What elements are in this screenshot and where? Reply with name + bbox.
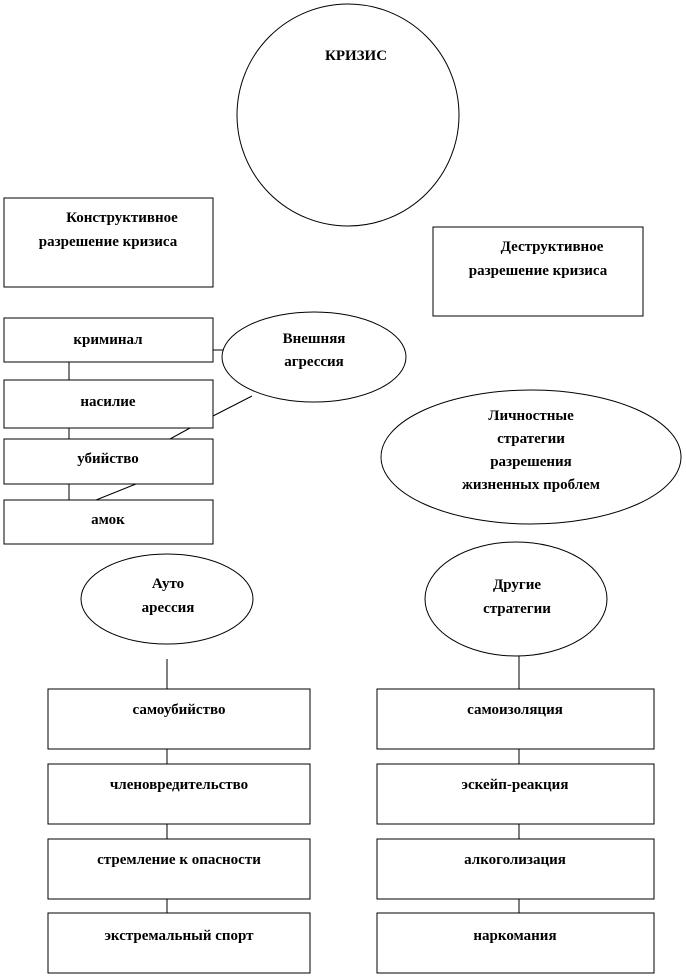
list-item-label: алкоголизация bbox=[464, 852, 566, 868]
destructive-resolution-box bbox=[432, 226, 644, 317]
personal-strategies-ellipse bbox=[380, 389, 682, 525]
list-item-box bbox=[3, 379, 214, 429]
list-item-box bbox=[3, 438, 214, 485]
other-strategies-ellipse bbox=[424, 541, 608, 657]
list-item-box bbox=[47, 688, 311, 750]
list-item-box bbox=[376, 688, 655, 750]
list-item-label: наркомания bbox=[473, 928, 556, 944]
other-strategies-line1: Другие bbox=[493, 577, 541, 593]
connector-murder-violence bbox=[169, 427, 191, 440]
list-item-box bbox=[376, 763, 655, 825]
external-aggression-node: Внешняя агрессия bbox=[221, 311, 407, 403]
list-item-box bbox=[47, 763, 311, 825]
list-item-box bbox=[47, 838, 311, 900]
personal-strategies-node: Личностные стратегии разрешения жизненны… bbox=[380, 389, 682, 525]
personal-strategies-line4: жизненных проблем bbox=[462, 477, 600, 493]
list-item-label: самоизоляция bbox=[467, 702, 563, 718]
crisis-label: КРИЗИС bbox=[325, 48, 387, 64]
connector-violence-aggression bbox=[212, 395, 253, 417]
external-aggression-line1: Внешняя bbox=[283, 331, 346, 347]
list-item-label: криминал bbox=[73, 332, 143, 348]
connector-amok-murder bbox=[95, 483, 137, 501]
auto-aggression-node: Ауто арессия bbox=[80, 553, 254, 645]
crisis-node: КРИЗИС bbox=[236, 3, 460, 227]
constructive-resolution-box bbox=[3, 197, 214, 288]
personal-strategies-line1: Личностные bbox=[488, 408, 574, 424]
constructive-resolution-line1: Конструктивное bbox=[66, 210, 178, 226]
list-item-box bbox=[47, 912, 311, 974]
auto-aggression-line2: арессия bbox=[142, 600, 195, 616]
list-item-label: эскейп-реакция bbox=[462, 777, 569, 793]
list-item-label: самоубийство bbox=[133, 702, 226, 718]
list-item-label: стремление к опасности bbox=[97, 852, 261, 868]
other-strategies-list: самоизоляция эскейп-реакция алкоголизаци… bbox=[376, 688, 655, 974]
other-strategies-node: Другие стратегии bbox=[424, 541, 608, 657]
other-strategies-line2: стратегии bbox=[483, 601, 551, 617]
list-item-label: насилие bbox=[80, 394, 136, 410]
external-aggression-line2: агрессия bbox=[284, 354, 344, 370]
personal-strategies-line2: стратегии bbox=[497, 431, 565, 447]
list-item-label: экстремальный спорт bbox=[104, 928, 254, 944]
list-item-box bbox=[376, 912, 655, 974]
crisis-circle bbox=[236, 3, 460, 227]
connectors bbox=[68, 349, 520, 913]
destructive-resolution-node: Деструктивное разрешение кризиса bbox=[432, 226, 644, 317]
external-aggression-list: криминал насилие убийство амок bbox=[3, 317, 214, 545]
list-item-box bbox=[3, 499, 214, 545]
personal-strategies-line3: разрешения bbox=[490, 454, 572, 470]
destructive-resolution-line1: Деструктивное bbox=[501, 239, 604, 255]
auto-aggression-list: самоубийство членовредительство стремлен… bbox=[47, 688, 311, 974]
list-item-box bbox=[3, 317, 214, 363]
constructive-resolution-node: Конструктивное разрешение кризиса bbox=[3, 197, 214, 288]
external-aggression-ellipse bbox=[221, 311, 407, 403]
list-item-label: амок bbox=[91, 512, 125, 528]
constructive-resolution-line2: разрешение кризиса bbox=[39, 234, 178, 250]
destructive-resolution-line2: разрешение кризиса bbox=[469, 263, 608, 279]
list-item-box bbox=[376, 838, 655, 900]
list-item-label: членовредительство bbox=[110, 777, 248, 793]
auto-aggression-ellipse bbox=[80, 553, 254, 645]
list-item-label: убийство bbox=[77, 451, 139, 467]
auto-aggression-line1: Ауто bbox=[152, 576, 184, 592]
